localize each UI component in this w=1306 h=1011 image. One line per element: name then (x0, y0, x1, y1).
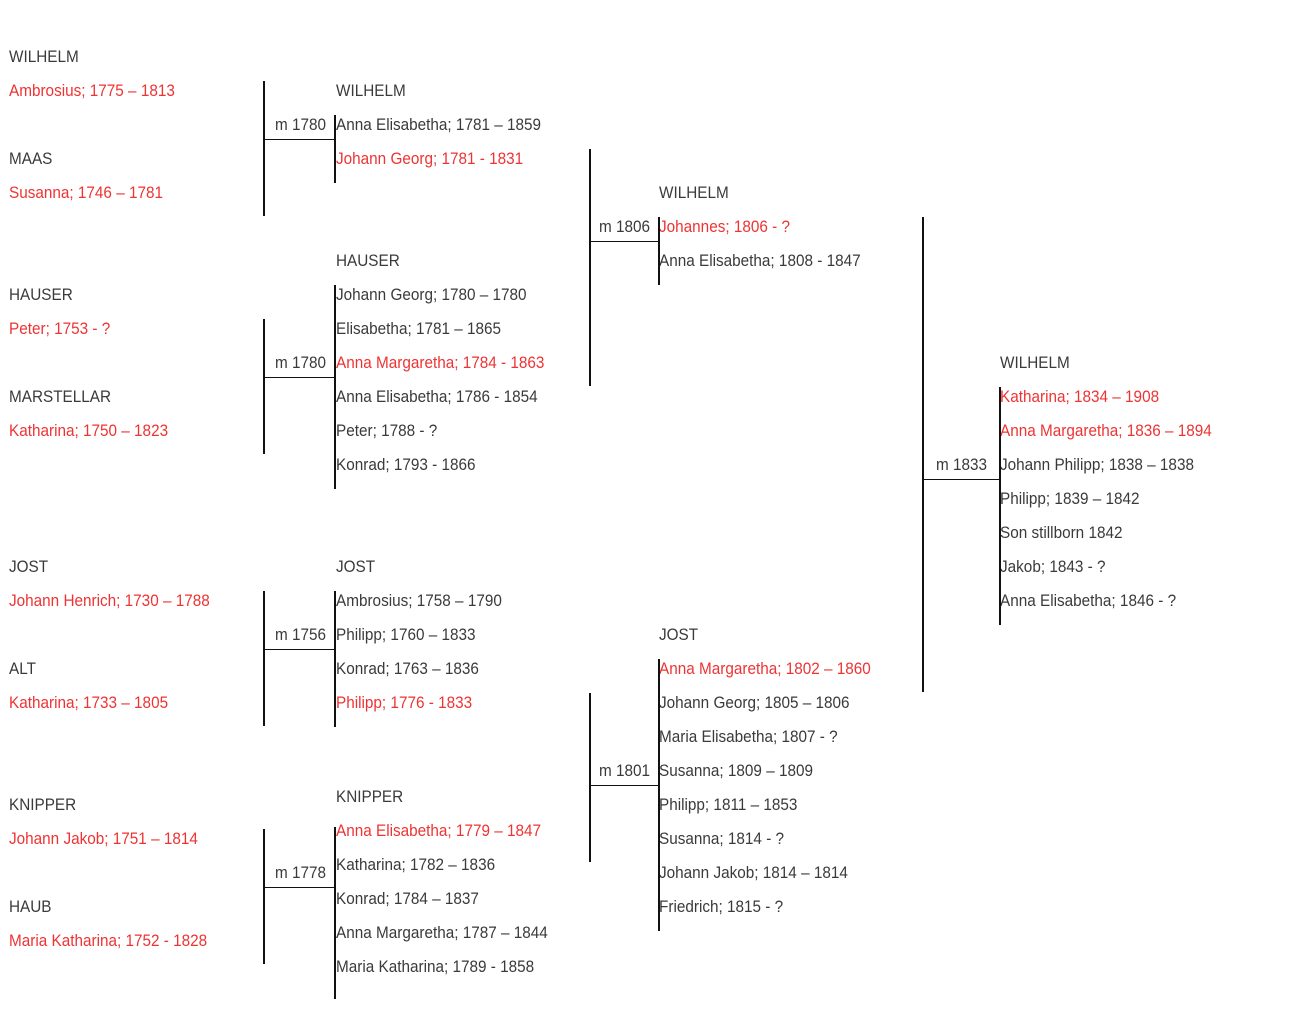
person-entry: Susanna; 1814 - ? (659, 829, 785, 848)
person-entry: Konrad; 1763 – 1836 (336, 659, 479, 678)
person-entry-highlighted: Philipp; 1776 - 1833 (336, 693, 473, 712)
person-entry: Konrad; 1793 - 1866 (336, 455, 476, 474)
person-entry-highlighted: Susanna; 1746 – 1781 (9, 183, 163, 202)
surname-label: MAAS (9, 149, 53, 168)
marriage-year-label: m 1778 (275, 863, 327, 882)
surname-label: JOST (9, 557, 49, 576)
person-entry-highlighted: Anna Elisabetha; 1779 – 1847 (336, 821, 542, 840)
marriage-year-label: m 1780 (275, 353, 327, 372)
marriage-year-label: m 1806 (599, 217, 651, 236)
children-bracket-line (658, 217, 660, 285)
surname-label: HAUB (9, 897, 52, 916)
person-entry: Son stillborn 1842 (1000, 523, 1123, 542)
marriage-bracket-line (263, 319, 265, 454)
person-entry: Johann Georg; 1780 – 1780 (336, 285, 527, 304)
person-entry: Maria Katharina; 1789 - 1858 (336, 957, 535, 976)
person-entry: Konrad; 1784 – 1837 (336, 889, 479, 908)
surname-label: KNIPPER (336, 787, 404, 806)
marriage-bracket-line (263, 591, 265, 726)
person-entry: Johann Jakob; 1814 – 1814 (659, 863, 848, 882)
children-bracket-line (658, 659, 660, 931)
person-entry: Katharina; 1782 – 1836 (336, 855, 496, 874)
person-entry: Elisabetha; 1781 – 1865 (336, 319, 502, 338)
person-entry-highlighted: Anna Margaretha; 1836 – 1894 (1000, 421, 1212, 440)
surname-label: MARSTELLAR (9, 387, 112, 406)
person-entry-highlighted: Maria Katharina; 1752 - 1828 (9, 931, 208, 950)
marriage-connector-line (922, 479, 1000, 480)
marriage-connector-line (263, 377, 336, 378)
children-bracket-line (999, 387, 1001, 625)
person-entry-highlighted: Katharina; 1733 – 1805 (9, 693, 169, 712)
person-entry-highlighted: Katharina; 1834 – 1908 (1000, 387, 1160, 406)
children-bracket-line (334, 827, 336, 999)
marriage-bracket-line (589, 693, 591, 862)
surname-label: JOST (659, 625, 699, 644)
person-entry: Maria Elisabetha; 1807 - ? (659, 727, 838, 746)
person-entry-highlighted: Johann Georg; 1781 - 1831 (336, 149, 524, 168)
marriage-bracket-line (263, 829, 265, 964)
person-entry-highlighted: Ambrosius; 1775 – 1813 (9, 81, 175, 100)
person-entry-highlighted: Johann Jakob; 1751 – 1814 (9, 829, 198, 848)
children-bracket-line (334, 115, 336, 183)
person-entry-highlighted: Katharina; 1750 – 1823 (9, 421, 169, 440)
marriage-year-label: m 1833 (936, 455, 988, 474)
person-entry: Johann Philipp; 1838 – 1838 (1000, 455, 1194, 474)
marriage-connector-line (263, 139, 336, 140)
marriage-year-label: m 1780 (275, 115, 327, 134)
person-entry-highlighted: Johannes; 1806 - ? (659, 217, 791, 236)
marriage-bracket-line (589, 149, 591, 386)
person-entry: Johann Georg; 1805 – 1806 (659, 693, 850, 712)
person-entry: Peter; 1788 - ? (336, 421, 438, 440)
surname-label: WILHELM (1000, 353, 1070, 372)
surname-label: HAUSER (336, 251, 400, 270)
person-entry: Anna Elisabetha; 1846 - ? (1000, 591, 1177, 610)
marriage-connector-line (263, 887, 336, 888)
person-entry: Anna Margaretha; 1787 – 1844 (336, 923, 548, 942)
person-entry-highlighted: Johann Henrich; 1730 – 1788 (9, 591, 210, 610)
marriage-connector-line (263, 649, 336, 650)
surname-label: HAUSER (9, 285, 73, 304)
marriage-year-label: m 1801 (599, 761, 651, 780)
marriage-year-label: m 1756 (275, 625, 327, 644)
person-entry: Anna Elisabetha; 1781 – 1859 (336, 115, 542, 134)
person-entry: Philipp; 1760 – 1833 (336, 625, 476, 644)
person-entry: Friedrich; 1815 - ? (659, 897, 784, 916)
children-bracket-line (334, 285, 336, 489)
surname-label: JOST (336, 557, 376, 576)
person-entry: Philipp; 1811 – 1853 (659, 795, 798, 814)
surname-label: WILHELM (9, 47, 79, 66)
person-entry-highlighted: Anna Margaretha; 1784 - 1863 (336, 353, 545, 372)
person-entry: Ambrosius; 1758 – 1790 (336, 591, 502, 610)
person-entry: Susanna; 1809 – 1809 (659, 761, 813, 780)
person-entry: Jakob; 1843 - ? (1000, 557, 1106, 576)
person-entry-highlighted: Anna Margaretha; 1802 – 1860 (659, 659, 871, 678)
surname-label: KNIPPER (9, 795, 77, 814)
surname-label: ALT (9, 659, 36, 678)
person-entry-highlighted: Peter; 1753 - ? (9, 319, 111, 338)
marriage-bracket-line (263, 81, 265, 216)
marriage-connector-line (589, 241, 659, 242)
person-entry: Philipp; 1839 – 1842 (1000, 489, 1140, 508)
surname-label: WILHELM (336, 81, 406, 100)
marriage-bracket-line (922, 217, 924, 692)
surname-label: WILHELM (659, 183, 729, 202)
person-entry: Anna Elisabetha; 1786 - 1854 (336, 387, 538, 406)
marriage-connector-line (589, 785, 659, 786)
person-entry: Anna Elisabetha; 1808 - 1847 (659, 251, 861, 270)
children-bracket-line (334, 591, 336, 727)
